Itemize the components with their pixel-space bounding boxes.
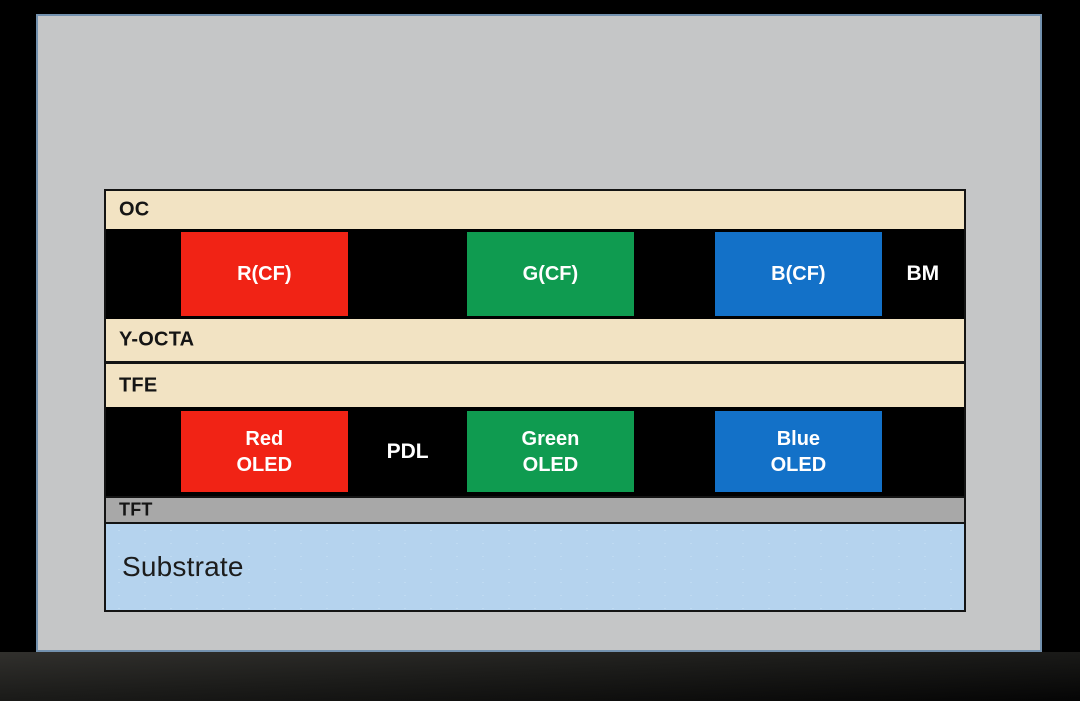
black-matrix-label: BM [906,262,940,285]
block-green-oled: Green OLED [467,411,634,492]
block-green-cf: G(CF) [467,232,634,316]
layer-oled-row: Red OLED Green OLED Blue OLED PDL [106,407,964,496]
presentation-slide: OC R(CF) G(CF) B(CF) BM Y-OCTA TFE Red O… [36,14,1042,652]
layer-oc-label: OC [119,198,150,221]
block-blue-oled: Blue OLED [715,411,882,492]
layer-substrate-label: Substrate [122,551,244,582]
block-red-oled: Red OLED [180,411,348,492]
layer-tfe-label: TFE [119,374,158,396]
layer-tfe: TFE [106,361,964,407]
layer-color-filter-row: R(CF) G(CF) B(CF) BM [106,229,964,319]
layer-tft: TFT [106,496,964,522]
block-blue-cf: B(CF) [715,232,882,316]
layer-substrate: Substrate [106,522,964,610]
pdl-label: PDL [386,439,429,463]
layer-y-octa-label: Y-OCTA [119,328,195,351]
block-red-cf: R(CF) [180,232,348,316]
floor-reflection [0,652,1080,701]
oled-stack-diagram: OC R(CF) G(CF) B(CF) BM Y-OCTA TFE Red O… [104,189,966,612]
layer-oc: OC [106,191,964,229]
layer-tft-label: TFT [119,499,153,520]
layer-y-octa: Y-OCTA [106,319,964,361]
